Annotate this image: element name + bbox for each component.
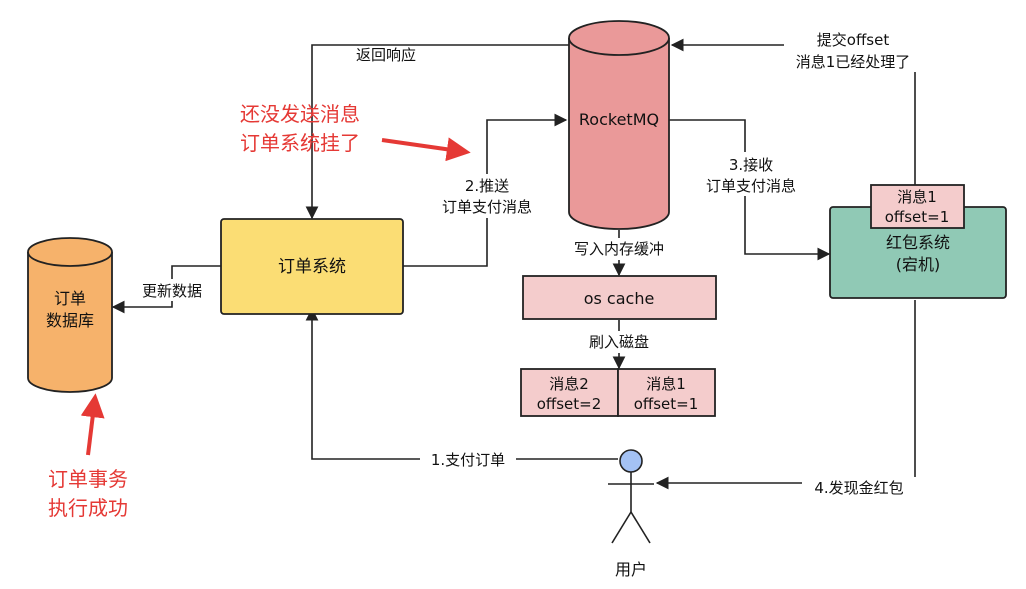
disk-message-1-offset: offset=1 [634,395,699,413]
find-redpacket-label: 4.发现金红包 [814,479,903,497]
redpacket-system-label: 红包系统 [886,233,950,252]
order-db-label-line1: 订单 [54,289,86,308]
receive-label-line2: 订单支付消息 [706,177,796,195]
order-db-node: 订单 数据库 [27,237,113,393]
disk-message-2-title: 消息2 [549,375,589,393]
disk-message-2-offset: offset=2 [537,395,602,413]
commit-offset-label-line1: 提交offset [817,31,890,49]
push-label-line1: 2.推送 [465,177,509,195]
redpacket-system-node: 红包系统 (宕机) [829,206,1007,299]
crash-annotation-line2: 订单系统挂了 [240,131,360,155]
user-head-icon [619,449,643,473]
order-system-label: 订单系统 [278,257,346,277]
update-data-label: 更新数据 [142,282,202,300]
write-cache-label: 写入内存缓冲 [574,240,664,258]
tx-success-annotation-line1: 订单事务 [48,467,128,491]
commit-offset-label-line2: 消息1已经处理了 [796,53,911,71]
disk-message-1-title: 消息1 [646,375,686,393]
order-db-label-line2: 数据库 [46,311,94,330]
tx-success-annotation-line2: 执行成功 [48,496,128,520]
redpacket-message-title: 消息1 [897,188,937,206]
user-actor: 用户 [608,449,654,579]
redpacket-message-box: 消息1 offset=1 [870,184,965,229]
flush-disk-label: 刷入磁盘 [589,333,649,351]
pay-order-label: 1.支付订单 [431,451,505,469]
os-cache-node: os cache [522,275,717,320]
annotation-arrow-up [80,393,105,456]
receive-label-line1: 3.接收 [729,156,773,174]
disk-message-2: 消息2 offset=2 [520,368,619,417]
os-cache-label: os cache [584,289,655,308]
redpacket-system-status: (宕机) [896,255,941,274]
return-response-label: 返回响应 [356,46,416,64]
crash-annotation-line1: 还没发送消息 [240,102,360,126]
push-label-line2: 订单支付消息 [442,198,532,216]
disk-message-1: 消息1 offset=1 [617,368,716,417]
edge-return-response [305,44,573,220]
redpacket-message-offset: offset=1 [885,208,950,226]
order-system-node: 订单系统 [220,218,404,315]
annotation-arrow-right [381,137,471,162]
rocketmq-node: RocketMQ [568,20,670,230]
rocketmq-label: RocketMQ [579,110,659,129]
user-label: 用户 [615,560,647,579]
